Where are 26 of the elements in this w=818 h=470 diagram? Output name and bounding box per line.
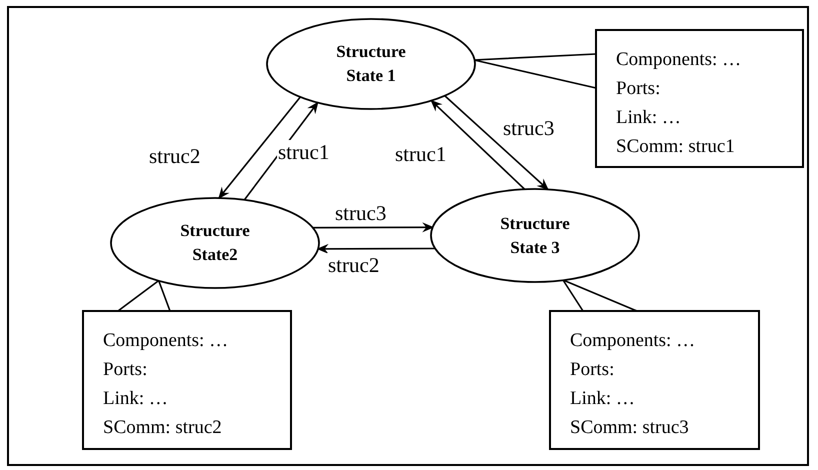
state-label: Structure State 3	[499, 212, 571, 258]
callout-text: Link: …	[616, 106, 681, 130]
callout-text: SComm: struc3	[570, 416, 689, 440]
callout-tail	[473, 53, 597, 89]
callout-text: Ports:	[616, 77, 660, 101]
arrow	[430, 100, 526, 190]
arrow	[312, 222, 434, 232]
callout-text: Link: …	[570, 387, 635, 411]
callout-text: Ports:	[103, 358, 148, 382]
arrow	[316, 244, 436, 254]
callout-text: SComm: struc2	[103, 416, 222, 440]
callout-box	[82, 310, 292, 450]
callout-text: Components: …	[103, 329, 228, 353]
callout-text: SComm: struc1	[616, 135, 735, 159]
callout-text: Link: …	[103, 387, 168, 411]
callout-box	[549, 310, 760, 450]
arrow	[444, 94, 549, 190]
callout-tail	[117, 280, 171, 312]
state-label: Structure State 1	[335, 41, 407, 87]
callout-tail	[562, 279, 638, 312]
callout-box	[595, 29, 804, 168]
callout-text: Ports:	[570, 358, 614, 382]
callout-text: Components: …	[570, 329, 696, 353]
state-label: Structure State2	[179, 220, 251, 266]
arrow	[218, 96, 302, 200]
callout-text: Components: …	[616, 48, 742, 72]
